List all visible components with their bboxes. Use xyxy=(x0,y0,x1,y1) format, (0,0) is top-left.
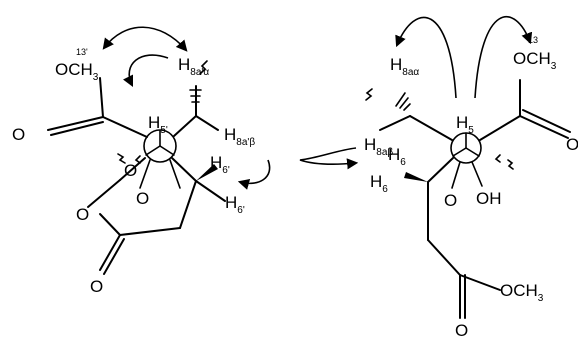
right-methoxy-bottom-label: OCH3 xyxy=(500,281,544,304)
left-h6-label-b: H6' xyxy=(225,193,245,216)
right-arrow-h5-ome xyxy=(474,16,533,99)
left-bond-c5-c8a xyxy=(173,115,197,137)
right-h6-label-b: H6 xyxy=(370,172,388,195)
left-lactone-o: O xyxy=(90,277,103,296)
left-h6-label-a: H6' xyxy=(210,153,230,176)
right-oh-label: OH xyxy=(476,189,502,208)
left-structure xyxy=(47,60,226,275)
right-h5-label: H5 xyxy=(456,113,474,136)
right-ring-o: O xyxy=(444,191,457,210)
right-ester-o-bottom: O xyxy=(455,321,468,338)
left-h5-label: H5' xyxy=(148,113,168,136)
left-carbonyl-o: O xyxy=(12,125,25,144)
left-bond-c5-ester xyxy=(102,116,148,138)
right-carbonyl-o: O xyxy=(566,135,578,154)
right-c13-superscript: 13 xyxy=(528,35,538,45)
right-h8a-alpha-label: H8aα xyxy=(390,55,419,78)
left-h8a-alpha-label: H8a'α xyxy=(178,55,209,78)
left-ring-o-2: O xyxy=(136,189,149,208)
left-arrow-h8a-beta xyxy=(237,159,271,190)
right-noe-arrows xyxy=(299,16,533,170)
left-h8a-beta-label: H8a'β xyxy=(224,125,255,148)
left-ring-o-1: O xyxy=(124,161,137,180)
right-arrow-h8a-beta xyxy=(299,147,359,170)
right-h6-label-a: H6 xyxy=(388,145,406,168)
left-c13-superscript: 13' xyxy=(76,47,88,57)
left-methoxy-label: OCH3 xyxy=(55,60,99,83)
right-structure xyxy=(365,79,571,319)
left-noe-arrows xyxy=(102,26,271,190)
left-newman-circle xyxy=(143,129,177,163)
right-h8a-beta-label: H8aβ xyxy=(364,135,393,158)
right-arrow-h8a-h5 xyxy=(395,16,457,99)
left-arrow-h5-h8a xyxy=(122,54,169,88)
left-ring-o-3: O xyxy=(76,205,89,224)
right-methoxy-top-label: OCH3 xyxy=(513,49,557,72)
left-arrow-ome-h8a xyxy=(102,26,188,52)
